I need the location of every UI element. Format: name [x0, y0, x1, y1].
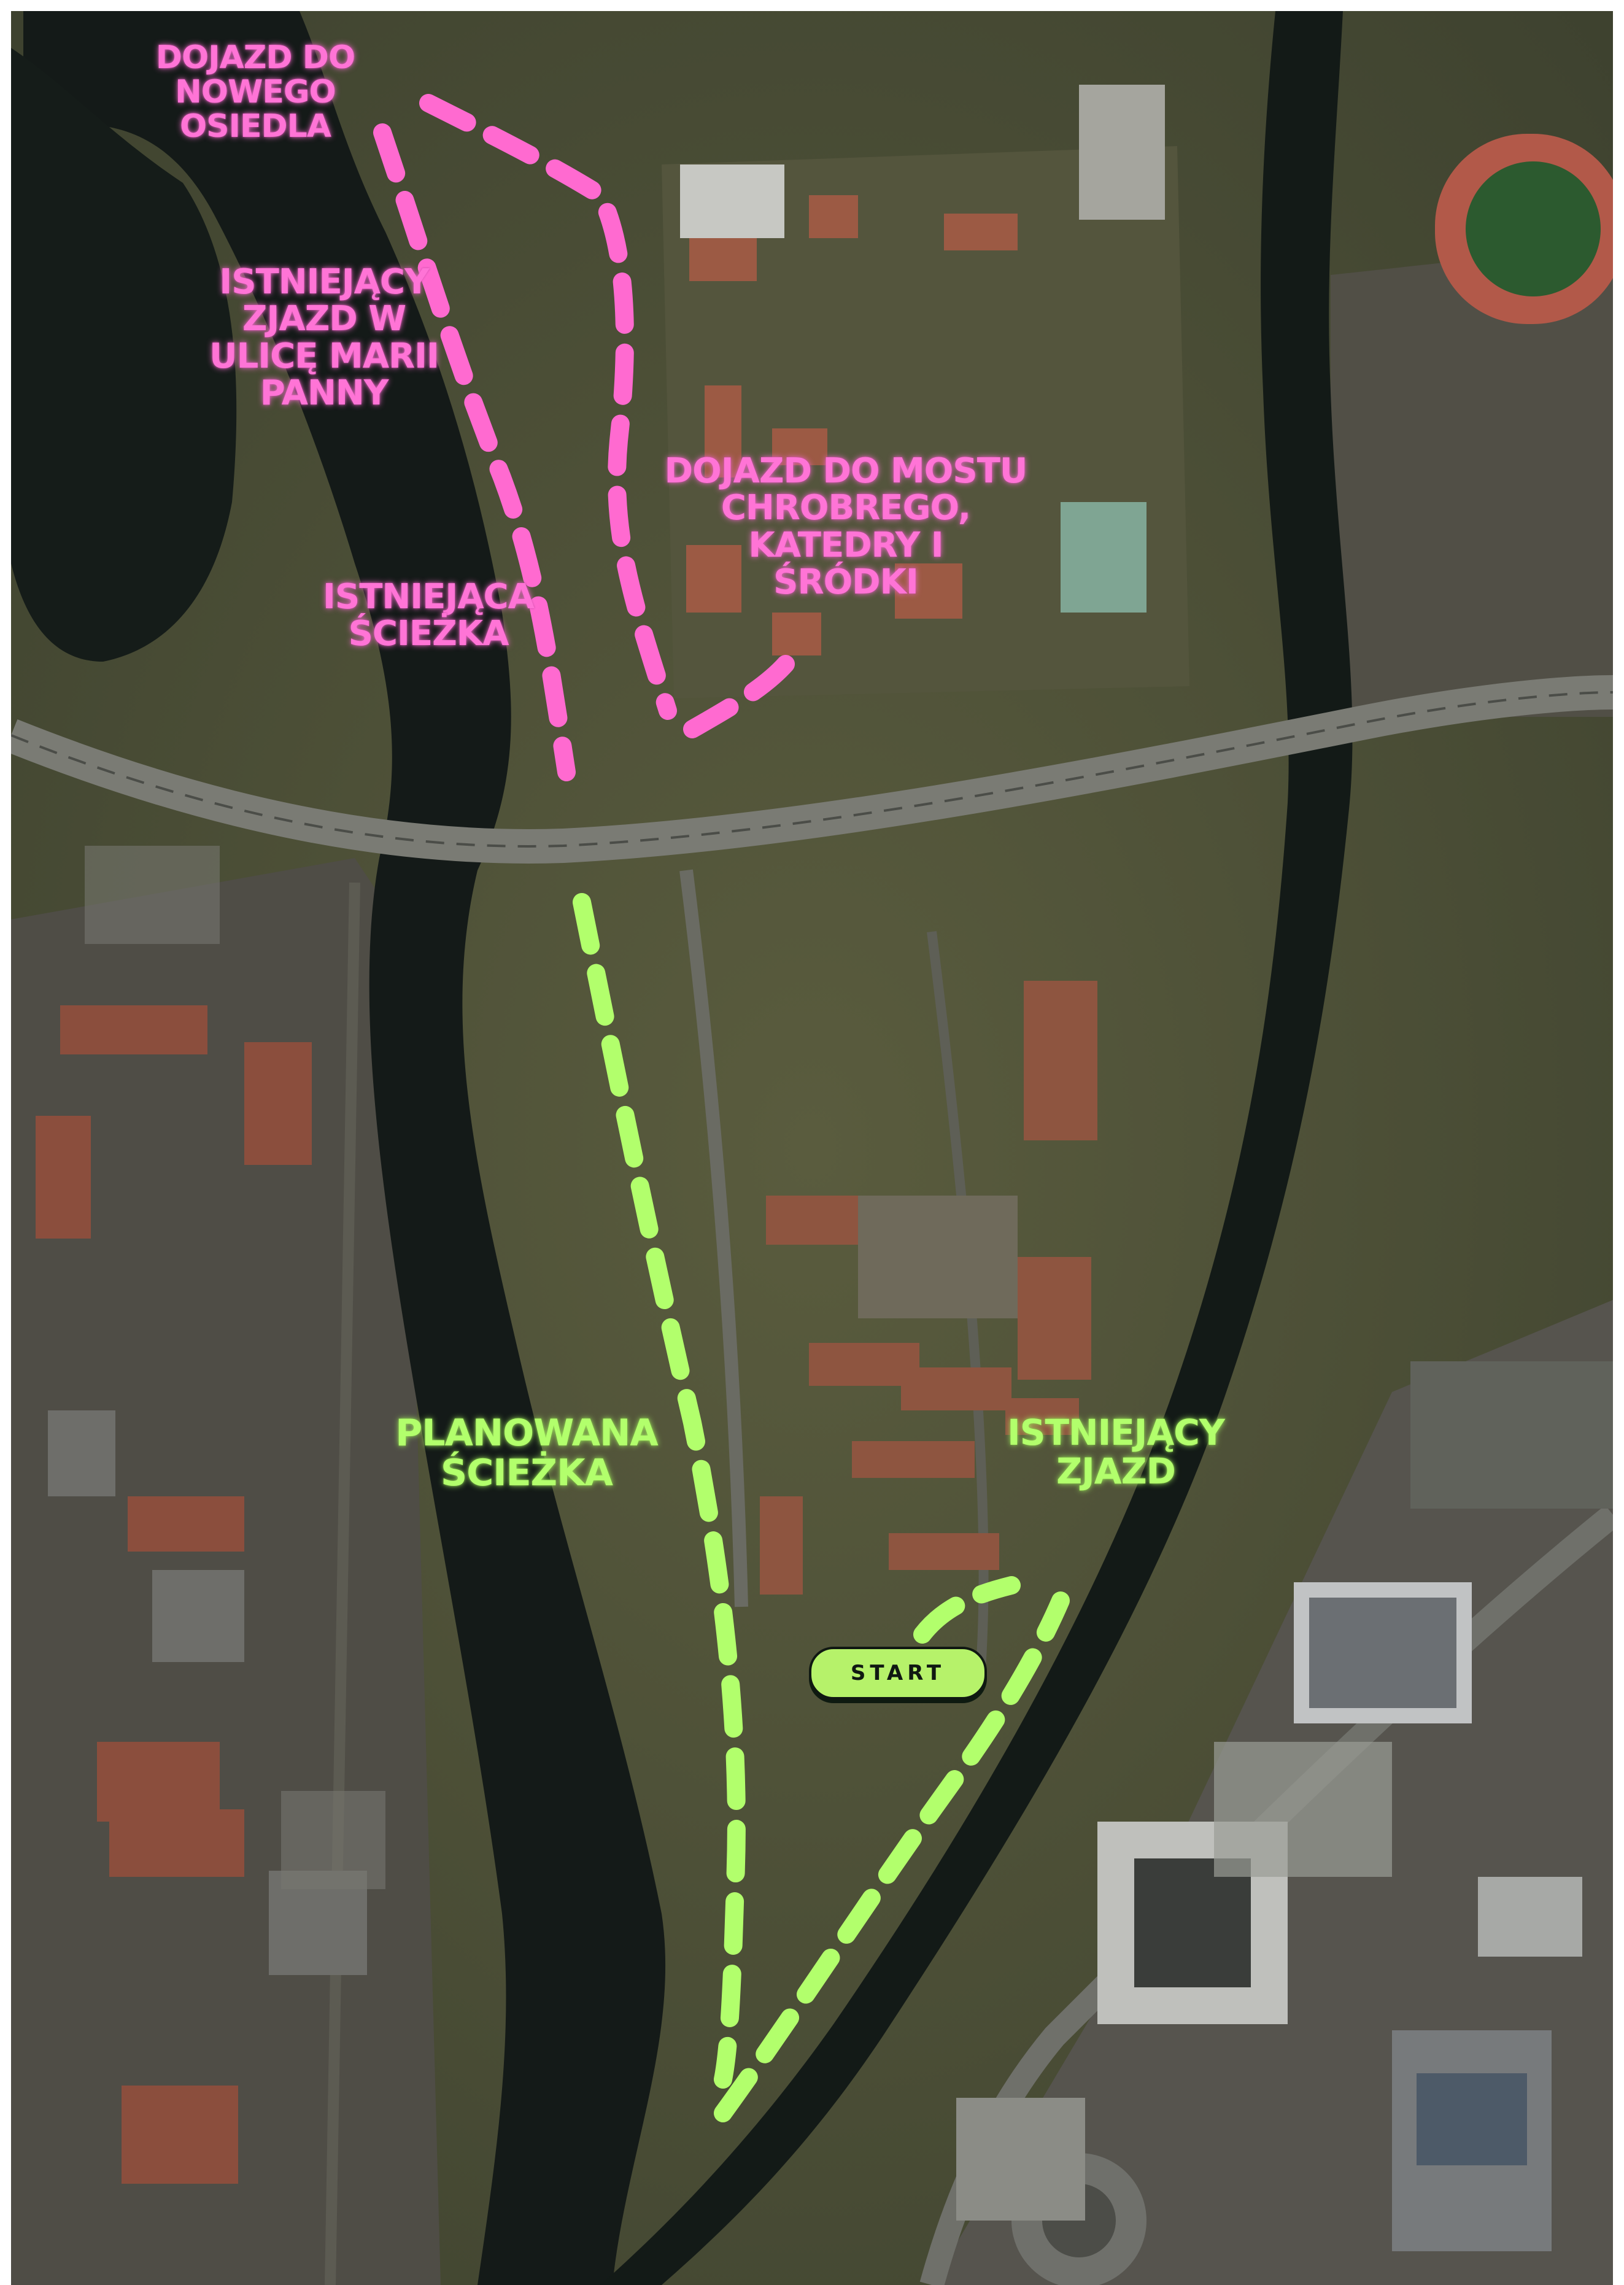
- river-warta-west-arm: [23, 11, 666, 2285]
- aerial-photo-base: [11, 11, 1613, 2285]
- route-planned-southeast: [714, 1591, 1070, 2122]
- buildings-west-bank: [36, 1005, 312, 2184]
- route-bridge-access: [683, 640, 806, 738]
- cathedral-building: [1061, 502, 1146, 613]
- start-button[interactable]: START: [809, 1647, 987, 1699]
- urban-area-northeast: [1331, 244, 1613, 717]
- label-new-estate-access: DOJAZD DO NOWEGO OSIEDLA: [155, 39, 355, 145]
- existing-routes: [373, 94, 806, 781]
- route-overlay: [373, 94, 1070, 2122]
- buildings-middle-island: [760, 981, 1097, 1595]
- parking-lot: [680, 164, 784, 238]
- label-existing-exit-marii-panny: ISTNIEJĄCY ZJAZD W ULICĘ MARII PANNY: [209, 262, 439, 414]
- river-cybina-east: [600, 11, 1353, 2285]
- route-planned-start-link: [913, 1576, 1021, 1644]
- route-existing-marii-panny: [373, 123, 576, 781]
- road-island: [679, 869, 748, 1607]
- label-existing-path: ISTNIEJĄCA ŚCIEŻKA: [323, 577, 535, 654]
- river-west-basin: [11, 48, 237, 662]
- label-bridge-access: DOJAZD DO MOSTU CHROBREGO, KATEDRY I ŚRÓ…: [664, 451, 1028, 603]
- route-existing-path: [419, 94, 677, 720]
- label-existing-exit: ISTNIEJĄCY ZJAZD: [1007, 1412, 1225, 1492]
- cathedral-island-area: [662, 146, 1189, 698]
- buildings-cathedral-island: [686, 195, 1018, 655]
- route-planned-path: [573, 893, 746, 2089]
- aerial-map[interactable]: DOJAZD DO NOWEGO OSIEDLA ISTNIEJĄCY ZJAZ…: [11, 11, 1613, 2285]
- stadium: [1435, 134, 1613, 324]
- planned-routes: [573, 893, 1070, 2122]
- label-planned-path: PLANOWANA ŚCIEŻKA: [395, 1412, 658, 1494]
